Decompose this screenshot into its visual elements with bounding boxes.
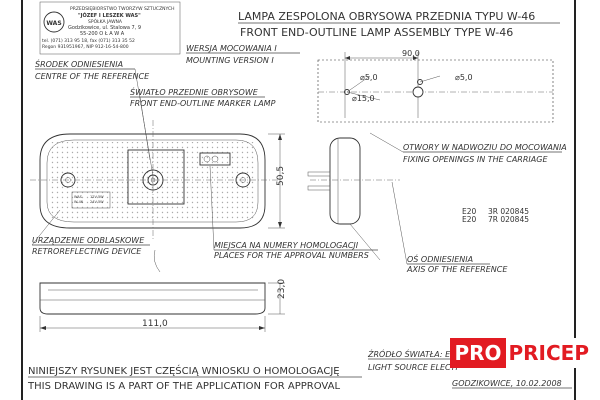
holes-label-pl: OTWORY W NADWOZIU DO MOCOWANIA: [403, 143, 567, 152]
approval-label-en: PLACES FOR THE APPROVAL NUMBERS: [214, 251, 369, 260]
dim-hole-spacing: 90,0: [402, 49, 420, 58]
centre-label-pl: ŚRODEK ODNIESIENIA: [35, 58, 123, 69]
footer-note-pl: NINIEJSZY RYSUNEK JEST CZĘŚCIĄ WNIOSKU O…: [28, 364, 340, 377]
small-hole-right: [417, 79, 423, 85]
approval-row2-code: 7R 020845: [488, 215, 529, 224]
approval-row1-code: 3R 020845: [488, 207, 529, 216]
marker-label-en: FRONT END-OUTLINE MARKER LAMP: [130, 99, 276, 108]
approval-row1-prefix: E20: [462, 207, 477, 216]
mounting-label-pl: WERSJA MOCOWANIA I: [186, 44, 277, 53]
small-hole-left: [344, 89, 350, 95]
dim-length: 111,0: [142, 319, 168, 329]
retro-label-en: RETROREFLECTING DEVICE: [32, 247, 142, 256]
company-line-2: "JÓZEF I LESZEK WAS": [78, 12, 141, 19]
retro-label-pl: URZĄDZENIE ODBLASKOWE: [32, 236, 145, 245]
company-line-1: PRZEDSIĘBIORSTWO TWORZYW SZTUCZNYCH: [70, 6, 175, 12]
plate-line-3: 12V 5W: [90, 195, 104, 199]
footer-note-en: THIS DRAWING IS A PART OF THE APPLICATIO…: [27, 381, 340, 392]
watermark-pricep: PRICEP: [505, 338, 592, 368]
approval-row2-prefix: E20: [462, 215, 477, 224]
lamp-front-view: [30, 120, 280, 240]
holes-label-en: FIXING OPENINGS IN THE CARRIAGE: [403, 155, 548, 164]
company-line-5: 55-200 O Ł A W A: [80, 31, 125, 37]
plate-line-1: WAS: [74, 195, 83, 199]
company-line-4: Godzikowice, ul. Stalowa 7, 9: [68, 25, 141, 31]
dim-depth: 23,0: [277, 279, 287, 299]
small-plate: [71, 191, 111, 209]
dim-small-right: ⌀5,0: [455, 73, 473, 82]
plate-line-2: W-46: [74, 200, 83, 204]
axis-label-en: AXIS OF THE REFERENCE: [406, 265, 508, 274]
large-hole: [412, 86, 424, 98]
dim-large: ⌀15,0: [352, 94, 375, 103]
watermark-pro: PRO: [450, 338, 506, 368]
company-line-6: tel. (071) 313 95 18, fax (071) 313 35 5…: [42, 38, 135, 44]
lamp-side-view: [307, 137, 400, 261]
plate-line-4: 24V 5W: [90, 200, 104, 204]
marker-label-pl: ŚWIATŁO PRZEDNIE OBRYSOWE: [130, 86, 259, 97]
centre-label-en: CENTRE OF THE REFERENCE: [35, 72, 150, 81]
company-stamp: WAS PRZEDSIĘBIORSTWO TWORZYW SZTUCZNYCH …: [39, 1, 181, 55]
dim-small-left: ⌀5,0: [360, 73, 378, 82]
company-line-3: SPÓŁKA JAWNA: [88, 18, 123, 25]
source-label-pl: ŹRÓDŁO ŚWIATŁA: ELE: [367, 348, 461, 359]
mounting-top-view: [317, 52, 554, 123]
lamp-bottom-view: [39, 249, 285, 332]
company-line-7: Regon 931951967, NIP 912-16-54-800: [42, 44, 129, 50]
logo-text: WAS: [46, 20, 61, 27]
title-en: FRONT END-OUTLINE LAMP ASSEMBLY TYPE W-4…: [240, 26, 513, 39]
was-logo: [43, 11, 65, 33]
mounting-label-en: MOUNTING VERSION I: [186, 56, 274, 65]
approval-mark: [199, 152, 231, 166]
place-date: GODZIKOWICE, 10.02.2008: [452, 379, 562, 388]
marker-lens: [127, 149, 185, 205]
source-label-en: LIGHT SOURCE ELECTI: [368, 363, 458, 372]
dim-height: 50,5: [276, 166, 286, 186]
axis-label-pl: OŚ ODNIESIENIA: [407, 253, 473, 264]
approval-label-pl: MIEJSCA NA NUMERY HOMOLOGACJI: [214, 241, 359, 250]
pro-pricep-watermark: PRO PRICEP: [450, 338, 592, 368]
title-pl: LAMPA ZESPOLONA OBRYSOWA PRZEDNIA TYPU W…: [238, 10, 535, 23]
